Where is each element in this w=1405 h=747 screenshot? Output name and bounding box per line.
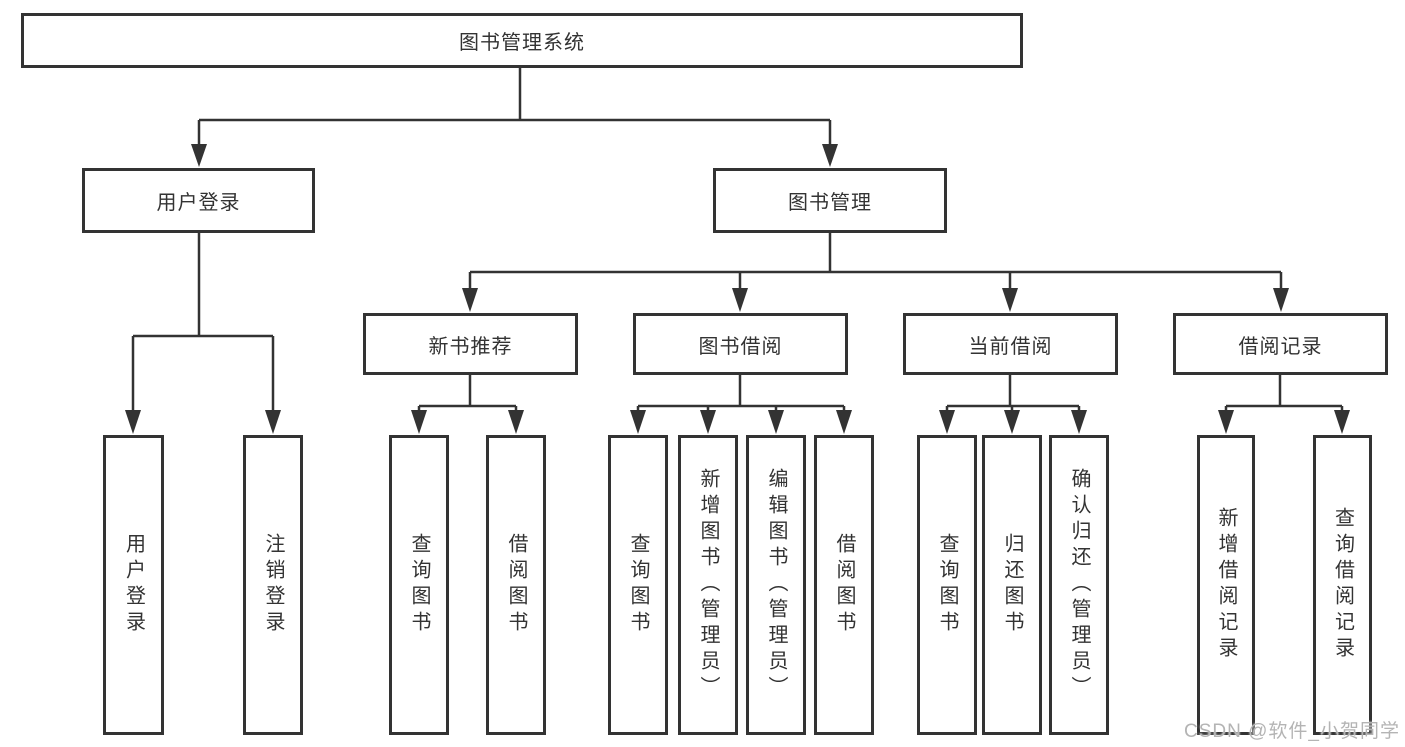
leaf-borrow-books-recommend-label: 借阅图书 [505, 533, 527, 637]
leaf-edit-book-admin: 编辑图书（管理员） [746, 435, 806, 735]
node-borrowing-records-label: 借阅记录 [1238, 335, 1323, 358]
node-book-management-branch-label: 图书管理 [788, 192, 872, 214]
node-borrowing-records: 借阅记录 [1173, 313, 1388, 375]
leaf-borrow-books-recommend: 借阅图书 [486, 435, 546, 735]
leaf-logout-label: 注销登录 [262, 533, 284, 637]
leaf-borrow-books-borrowing: 借阅图书 [814, 435, 874, 735]
node-root-label: 图书管理系统 [459, 32, 585, 54]
leaf-query-books-current: 查询图书 [917, 435, 977, 735]
node-book-management-branch: 图书管理 [713, 168, 947, 233]
node-book-borrowing: 图书借阅 [633, 313, 848, 375]
leaf-confirm-return-admin-label: 确认归还（管理员） [1068, 468, 1090, 702]
leaf-logout: 注销登录 [243, 435, 303, 735]
leaf-query-books-recommend: 查询图书 [389, 435, 449, 735]
leaf-add-borrow-record: 新增借阅记录 [1197, 435, 1255, 735]
node-new-book-recommend: 新书推荐 [363, 313, 578, 375]
leaf-query-borrow-record-label: 查询借阅记录 [1331, 507, 1354, 663]
leaf-return-books: 归还图书 [982, 435, 1042, 735]
leaf-query-borrow-record: 查询借阅记录 [1313, 435, 1372, 735]
node-current-borrowing: 当前借阅 [903, 313, 1118, 375]
node-current-borrowing-label: 当前借阅 [968, 335, 1053, 358]
node-user-login-branch-label: 用户登录 [156, 192, 241, 214]
leaf-query-books-borrowing-label: 查询图书 [627, 533, 649, 637]
csdn-watermark: CSDN @软件_小贺同学 [1184, 721, 1400, 742]
leaf-query-books-recommend-label: 查询图书 [408, 533, 430, 637]
leaf-borrow-books-borrowing-label: 借阅图书 [833, 533, 855, 637]
node-user-login-branch: 用户登录 [82, 168, 315, 233]
leaf-add-book-admin-label: 新增图书（管理员） [697, 468, 719, 702]
node-new-book-recommend-label: 新书推荐 [428, 335, 513, 358]
node-book-borrowing-label: 图书借阅 [698, 335, 783, 358]
leaf-edit-book-admin-label: 编辑图书（管理员） [765, 468, 787, 702]
leaf-add-book-admin: 新增图书（管理员） [678, 435, 738, 735]
leaf-confirm-return-admin: 确认归还（管理员） [1049, 435, 1109, 735]
leaf-user-login-label: 用户登录 [122, 533, 145, 637]
leaf-query-books-borrowing: 查询图书 [608, 435, 668, 735]
node-root: 图书管理系统 [21, 13, 1023, 68]
leaf-return-books-label: 归还图书 [1001, 533, 1023, 637]
leaf-query-books-current-label: 查询图书 [936, 533, 958, 637]
leaf-add-borrow-record-label: 新增借阅记录 [1215, 507, 1237, 663]
leaf-user-login: 用户登录 [103, 435, 164, 735]
